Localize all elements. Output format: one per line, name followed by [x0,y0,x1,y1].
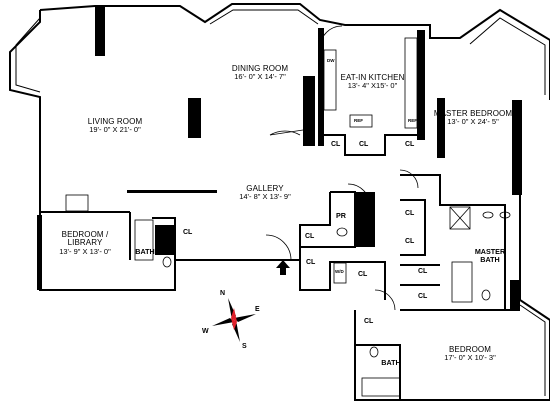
closet-label: CL [405,141,415,148]
dining-room-label: DINING ROOM 16'- 0" X 14'- 7" [220,64,300,82]
entry-arrow-icon [276,260,290,275]
fridge-tag: REF [354,118,363,123]
tub-bath [361,377,401,397]
wall-mb-right [512,100,522,195]
dishwasher-tag: DW [327,58,335,63]
living-room-label: LIVING ROOM 19'- 0" X 21'- 0" [70,117,160,135]
fireplace [65,194,89,212]
kitchen-label: EAT-IN KITCHEN 13'- 4" X15'- 0" [335,73,410,91]
library-name-2: LIBRARY [67,238,103,248]
wall-pr [355,192,375,247]
closet-label: CL [359,141,369,148]
dining-slide [269,129,304,136]
wall-gallery-bar [127,190,217,193]
wall-bath-box [354,310,401,400]
closet-label: CL [358,271,368,278]
closet-label: CL [331,141,341,148]
wall-left-lower [37,215,42,290]
compass-e: E [255,306,260,313]
kitchen-name: EAT-IN KITCHEN [340,73,405,82]
washer-dryer [333,262,347,284]
closet-label: CL [418,268,428,275]
toilet-mbath [481,289,491,301]
door-gallery [347,183,371,207]
window-left-bay [15,17,41,93]
gallery-dim: 14'- 8" X 13'- 9" [239,192,291,202]
dining-room-name: DINING ROOM [231,64,289,73]
window-right-bay [469,17,546,95]
wall-mb-left [437,98,445,158]
wall-mb-closets [400,199,426,256]
window-top-bay [209,9,319,25]
gallery-name: GALLERY [246,184,284,193]
kitchen-dim: 13'- 4" X15'- 0" [347,81,398,91]
wall-cl-boxes [299,247,386,300]
wall-col-1 [95,6,105,56]
kitchen-counter-right [404,37,418,129]
closet-label: CL [306,259,316,266]
dining-room-dim: 16'- 0" X 14'- 7" [234,72,286,82]
fridge-2-tag: REF [408,118,417,123]
sink-mbath-1 [482,211,494,219]
compass-s: S [242,343,247,350]
sink-pr [359,212,369,224]
wall-col-2 [188,98,201,138]
tub-master [451,261,473,303]
compass-w: W [202,328,209,335]
closet-label: CL [418,293,428,300]
toilet-library [162,256,172,268]
compass-n: N [220,290,226,297]
library-name-1: BEDROOM / [61,230,109,239]
wall-mbath [400,174,506,311]
wall-bed-br [510,280,520,310]
wall-kitchen-right [417,30,425,140]
bedroom-label: BEDROOM 17'- 0" X 10'- 3" [425,345,515,363]
powder-room-label: PR [336,211,346,220]
master-bath-name-1: MASTER [474,247,506,256]
closet-label: CL [183,229,193,236]
wall-kitchen-left [318,28,324,146]
library-dim: 13'- 9" X 13'- 0" [59,246,111,256]
washer-dryer-tag: W/D [335,269,344,274]
toilet-pr [336,227,348,237]
sink-mbath-2 [499,211,511,219]
outer-wall-left [9,10,300,291]
closet-label: CL [405,210,415,217]
tub-library [134,219,154,261]
outer-wall-right [354,100,550,401]
master-bedroom-name: MASTER BEDROOM [433,109,513,118]
door-dining [269,130,301,136]
door-entry [265,234,292,261]
window-br-bay [519,304,546,396]
kitchen-counter-left [323,49,337,111]
living-room-dim: 19'- 0" X 21'- 0" [89,125,141,135]
master-bedroom-dim: 13'- 0" X 24'- 5" [447,117,499,127]
library-label: BEDROOM / LIBRARY 13'- 9" X 13'- 0" [50,230,120,256]
master-bath-label: MASTER BATH [470,248,510,263]
outer-wall-top [39,3,550,100]
compass-icon [212,298,256,342]
wall-bath-left [152,217,176,262]
master-bedroom-label: MASTER BEDROOM 13'- 0" X 24'- 5" [428,109,518,127]
wall-cl-block [155,225,175,255]
bedroom-dim: 17'- 0" X 10'- 3" [444,353,496,363]
wall-kitchen-bottom [324,134,417,156]
living-room-name: LIVING ROOM [87,117,143,126]
bedroom-name: BEDROOM [448,345,492,354]
door-bedroom [374,289,396,311]
closet-label: CL [305,233,315,240]
closet-label: CL [364,318,374,325]
closet-label: CL [405,238,415,245]
toilet-bath [369,346,379,358]
shower-mbath [449,206,471,230]
master-bath-name-2: BATH [480,254,500,264]
bath-library-label: BATH [135,247,155,256]
bath-bedroom-label: BATH [381,358,401,367]
door-mb [399,169,419,189]
wall-dining-right [303,76,315,146]
kitchen-island [349,114,373,128]
door-kitchen [319,25,343,49]
gallery-label: GALLERY 14'- 8" X 13'- 9" [230,184,300,202]
